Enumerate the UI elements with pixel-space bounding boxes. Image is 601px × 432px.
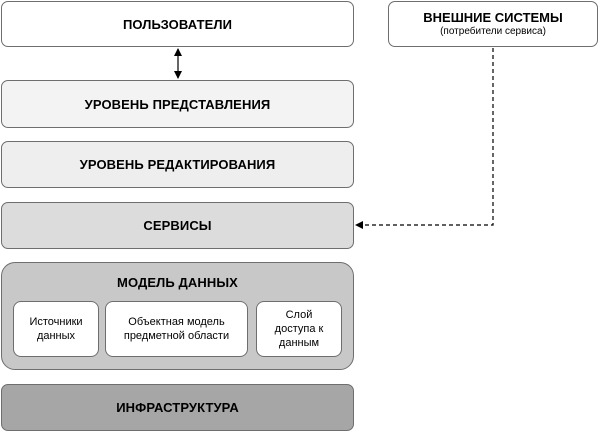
- users-layer-label: ПОЛЬЗОВАТЕЛИ: [122, 16, 233, 32]
- data-sources-line-1: Источники: [29, 316, 83, 328]
- domain-model-box: Объектная модель предметной области: [105, 301, 248, 357]
- data-access-line-3: данным: [278, 337, 320, 349]
- external-systems-box: ВНЕШНИЕ СИСТЕМЫ (потребители сервиса): [388, 1, 598, 47]
- external-systems-title: ВНЕШНИЕ СИСТЕМЫ: [423, 10, 563, 25]
- infrastructure-layer-label: ИНФРАСТРУКТУРА: [116, 400, 239, 415]
- data-model-layer: МОДЕЛЬ ДАННЫХ Источники данных Объектная…: [1, 262, 354, 370]
- data-model-layer-label: МОДЕЛЬ ДАННЫХ: [117, 275, 238, 290]
- services-layer-label: СЕРВИСЫ: [143, 218, 212, 233]
- data-access-line-2: доступа к: [274, 323, 324, 335]
- domain-model-line-2: предметной области: [123, 330, 230, 342]
- data-sources-line-2: данных: [36, 330, 76, 342]
- presentation-layer: УРОВЕНЬ ПРЕДСТАВЛЕНИЯ: [1, 80, 354, 128]
- external-systems-subtitle: (потребители сервиса): [440, 26, 546, 37]
- data-sources-box: Источники данных: [13, 301, 99, 357]
- domain-model-line-1: Объектная модель: [128, 316, 225, 328]
- services-layer: СЕРВИСЫ: [1, 202, 354, 249]
- external-to-services-arrow: [355, 48, 494, 229]
- editing-layer-label: УРОВЕНЬ РЕДАКТИРОВАНИЯ: [79, 157, 276, 172]
- infrastructure-layer: ИНФРАСТРУКТУРА: [1, 384, 354, 431]
- data-access-line-1: Слой: [285, 309, 313, 321]
- presentation-layer-label: УРОВЕНЬ ПРЕДСТАВЛЕНИЯ: [84, 96, 271, 112]
- users-layer: ПОЛЬЗОВАТЕЛИ: [1, 1, 354, 47]
- editing-layer: УРОВЕНЬ РЕДАКТИРОВАНИЯ: [1, 141, 354, 188]
- data-access-layer-box: Слой доступа к данным: [256, 301, 342, 357]
